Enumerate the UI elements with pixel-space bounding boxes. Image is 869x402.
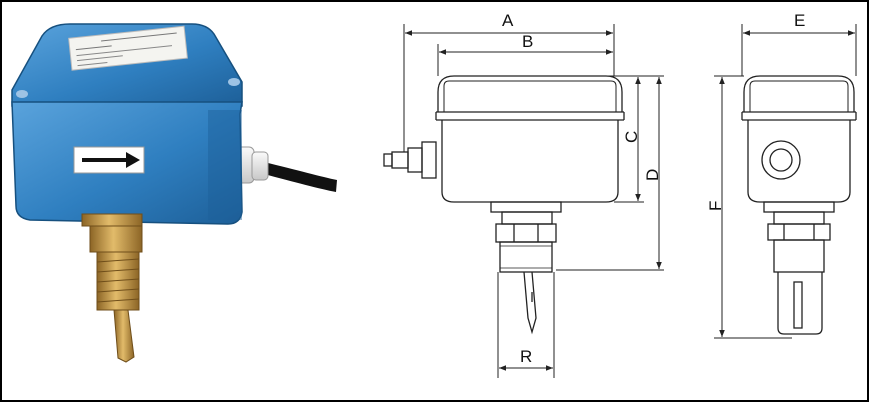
cable [264,162,337,192]
front-view-drawing [741,75,857,335]
gland-port [761,140,801,180]
dimension-label-c: C [622,131,641,143]
dimension-label-a: A [502,11,514,30]
side-view-drawing [383,75,625,335]
front-view-dimensions [714,24,857,339]
arrow-right-icon [73,146,145,174]
name-plate [68,25,188,71]
product-photo [11,23,337,363]
brass-fitting [81,213,143,363]
dimension-label-e: E [794,11,805,30]
side-view-dimensions [403,24,664,378]
dimension-label-f: F [706,201,725,211]
dimension-label-d: D [643,169,662,181]
dimension-label-r: R [520,347,532,366]
dimension-label-b: B [522,32,533,51]
